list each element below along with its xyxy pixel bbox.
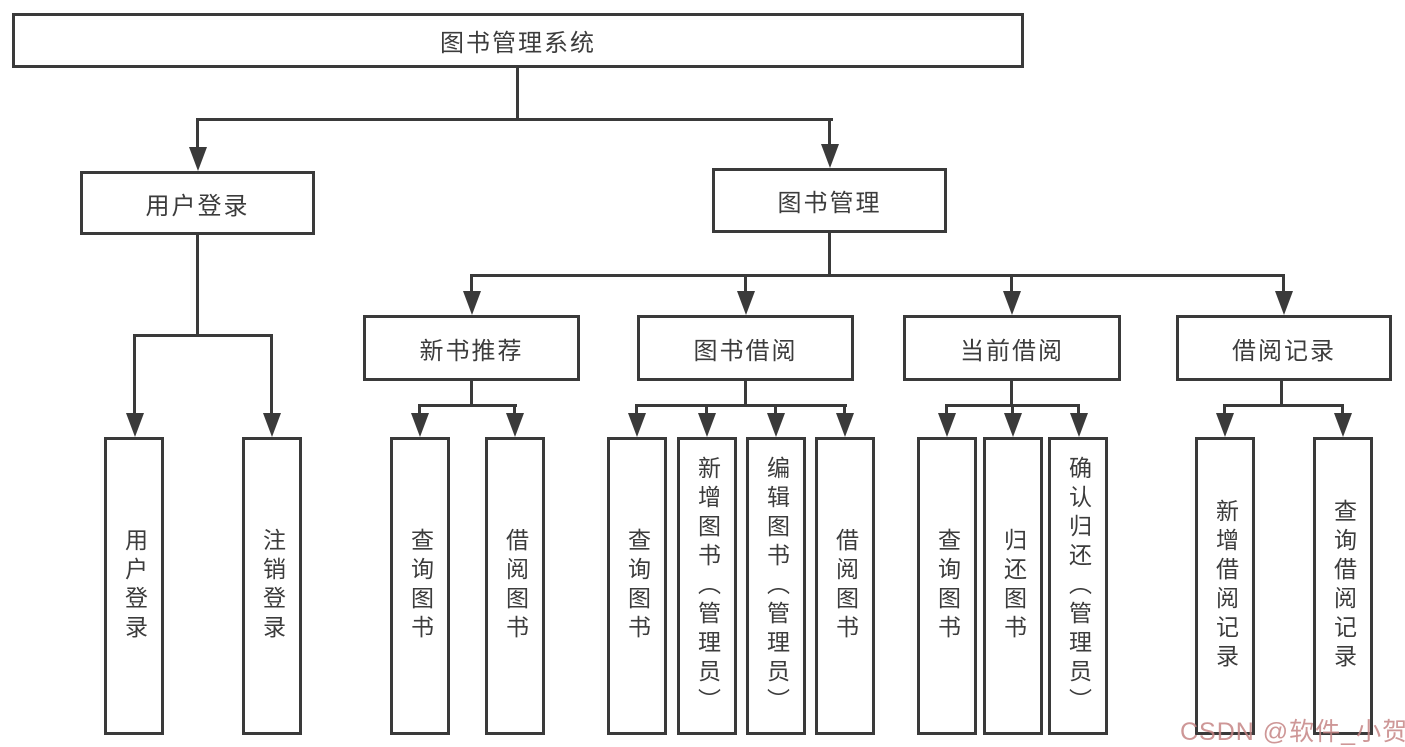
leaf-logout-login: 注销登录 bbox=[242, 437, 302, 735]
connector-line bbox=[744, 274, 747, 294]
connector-line bbox=[1223, 404, 1344, 407]
arrow-down-icon bbox=[263, 413, 281, 437]
leaf-add-books-admin: 新增图书（管理员） bbox=[677, 437, 737, 735]
connector-line bbox=[419, 404, 517, 407]
connector-line bbox=[1011, 404, 1014, 416]
leaf-query-books-current: 查询图书 bbox=[917, 437, 977, 735]
arrow-down-icon bbox=[189, 147, 207, 171]
arrow-down-icon bbox=[767, 413, 785, 437]
leaf-borrow-books-newrec: 借阅图书 bbox=[485, 437, 545, 735]
node-book-management: 图书管理 bbox=[712, 168, 947, 233]
connector-line bbox=[1282, 274, 1285, 294]
node-book-borrowing: 图书借阅 bbox=[637, 315, 854, 381]
node-current-borrowing: 当前借阅 bbox=[903, 315, 1121, 381]
arrow-down-icon bbox=[1275, 291, 1293, 315]
leaf-edit-books-admin: 编辑图书（管理员） bbox=[746, 437, 806, 735]
leaf-return-books: 归还图书 bbox=[983, 437, 1043, 735]
connector-line bbox=[945, 404, 948, 416]
node-new-book-recommend: 新书推荐 bbox=[363, 315, 580, 381]
connector-line bbox=[196, 118, 833, 121]
connector-line bbox=[196, 235, 199, 336]
leaf-query-books-newrec: 查询图书 bbox=[390, 437, 450, 735]
arrow-down-icon bbox=[737, 291, 755, 315]
connector-line bbox=[774, 404, 777, 416]
node-borrow-records: 借阅记录 bbox=[1176, 315, 1392, 381]
connector-line bbox=[418, 404, 421, 416]
arrow-down-icon bbox=[1003, 291, 1021, 315]
connector-line bbox=[843, 404, 846, 416]
connector-line bbox=[1077, 404, 1080, 416]
connector-line bbox=[1010, 274, 1013, 294]
connector-line bbox=[513, 404, 516, 416]
arrow-down-icon bbox=[836, 413, 854, 437]
connector-line bbox=[705, 404, 708, 416]
leaf-query-borrow-record: 查询借阅记录 bbox=[1313, 437, 1373, 735]
connector-line bbox=[270, 334, 273, 416]
connector-line bbox=[828, 233, 831, 276]
connector-line bbox=[470, 274, 1285, 277]
connector-line bbox=[470, 381, 473, 407]
leaf-add-borrow-record: 新增借阅记录 bbox=[1195, 437, 1255, 735]
connector-line bbox=[1223, 404, 1226, 416]
connector-line bbox=[133, 334, 136, 416]
arrow-down-icon bbox=[938, 413, 956, 437]
arrow-down-icon bbox=[628, 413, 646, 437]
arrow-down-icon bbox=[411, 413, 429, 437]
arrow-down-icon bbox=[1070, 413, 1088, 437]
arrow-down-icon bbox=[463, 291, 481, 315]
connector-line bbox=[828, 118, 831, 147]
leaf-confirm-return-admin: 确认归还（管理员） bbox=[1048, 437, 1108, 735]
watermark: CSDN @软件_小贺同学 bbox=[1180, 718, 1405, 746]
connector-line bbox=[635, 404, 847, 407]
connector-line bbox=[470, 274, 473, 294]
leaf-query-books-borrow: 查询图书 bbox=[607, 437, 667, 735]
node-user-login: 用户登录 bbox=[80, 171, 315, 235]
connector-line bbox=[744, 381, 747, 407]
arrow-down-icon bbox=[1216, 413, 1234, 437]
connector-line bbox=[133, 334, 273, 337]
node-library-system: 图书管理系统 bbox=[12, 13, 1024, 68]
connector-line bbox=[1010, 381, 1013, 407]
arrow-down-icon bbox=[506, 413, 524, 437]
arrow-down-icon bbox=[1004, 413, 1022, 437]
connector-line bbox=[635, 404, 638, 416]
connector-line bbox=[516, 68, 519, 120]
connector-line bbox=[196, 118, 199, 150]
connector-line bbox=[1341, 404, 1344, 416]
leaf-borrow-books: 借阅图书 bbox=[815, 437, 875, 735]
arrow-down-icon bbox=[126, 413, 144, 437]
arrow-down-icon bbox=[821, 144, 839, 168]
arrow-down-icon bbox=[698, 413, 716, 437]
arrow-down-icon bbox=[1334, 413, 1352, 437]
leaf-user-login: 用户登录 bbox=[104, 437, 164, 735]
connector-line bbox=[1280, 381, 1283, 407]
